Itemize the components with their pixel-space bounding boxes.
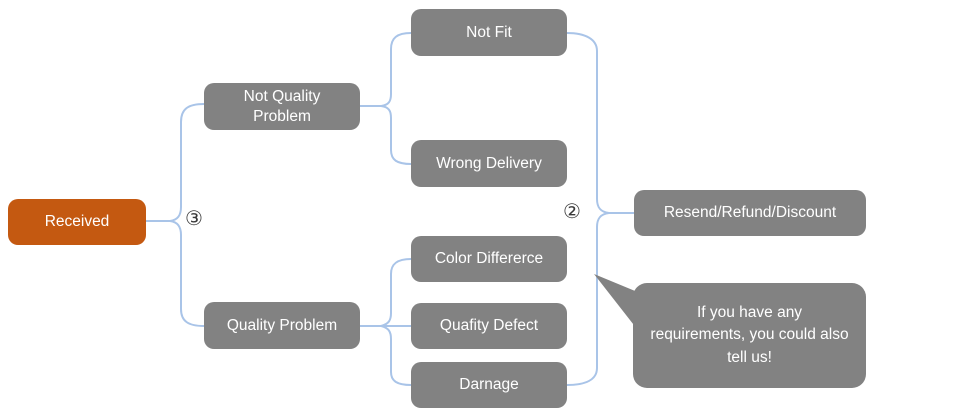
connector-not-quality-branch — [358, 32, 412, 165]
connector-merge-brace — [566, 32, 635, 386]
node-color-differerce: Color Differerce — [411, 236, 567, 282]
node-wrong-delivery: Wrong Delivery — [411, 140, 567, 187]
node-not-fit: Not Fit — [411, 9, 567, 56]
node-received: Received — [8, 199, 146, 245]
callout-bubble: If you have any requirements, you could … — [633, 283, 866, 388]
node-not-quality-problem-label: Not Quality Problem — [243, 88, 321, 125]
connector-quality-branch — [358, 258, 412, 386]
node-quality-problem-label: Quality Problem — [226, 316, 338, 334]
node-resend-refund-discount-label: Resend/Refund/Discount — [663, 204, 837, 222]
callout-text: If you have any requirements, you could … — [650, 303, 849, 366]
node-resend-refund-discount: Resend/Refund/Discount — [634, 190, 866, 236]
node-quafity-defect-label: Quafity Defect — [439, 317, 539, 335]
node-quafity-defect: Quafity Defect — [411, 303, 567, 349]
node-darnage: Darnage — [411, 362, 567, 408]
node-not-quality-problem: Not Quality Problem — [204, 83, 360, 130]
node-darnage-label: Darnage — [459, 376, 519, 394]
node-not-fit-label: Not Fit — [466, 23, 512, 41]
node-received-label: Received — [44, 213, 110, 231]
node-quality-problem: Quality Problem — [204, 302, 360, 349]
node-wrong-delivery-label: Wrong Delivery — [436, 154, 542, 172]
connector-received-branch — [145, 103, 205, 327]
marker-circled-2: ② — [563, 201, 581, 223]
marker-circled-3: ③ — [185, 208, 203, 230]
node-color-differerce-label: Color Differerce — [434, 250, 544, 268]
